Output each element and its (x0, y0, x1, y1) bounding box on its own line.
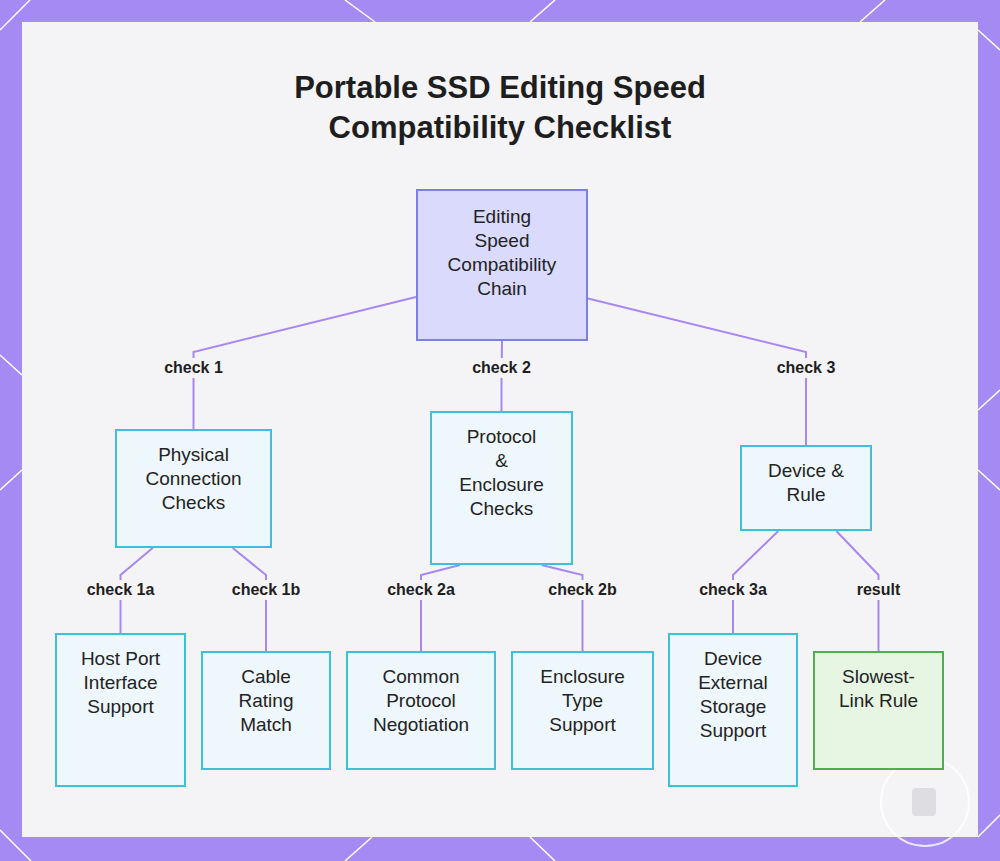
check-box: Cable Rating Match (201, 651, 331, 770)
result-box: Slowest-Link Rule (813, 651, 944, 770)
frame-line (345, 837, 372, 861)
edge-label: result (854, 580, 904, 600)
check-box: Host Port Interface Support (55, 633, 186, 787)
diagram-title: Portable SSD Editing Speed Compatibility… (265, 68, 735, 148)
edge-label: check 2a (384, 580, 458, 600)
box-label: Cable Rating Match (221, 665, 311, 737)
edge-label: check 1b (229, 580, 303, 600)
frame-line (860, 0, 885, 22)
box-label: Slowest-Link Rule (829, 665, 929, 713)
frame-line (530, 837, 555, 861)
box-label: Protocol & Enclosure Checks (459, 425, 545, 521)
frame-line (345, 0, 375, 22)
box-label: Enclosure Type Support (533, 665, 633, 737)
connector-line (194, 297, 417, 429)
frame-line (978, 390, 1000, 410)
check-box: Protocol & Enclosure Checks (430, 411, 573, 565)
badge-icon (912, 788, 936, 816)
box-label: Device External Storage Support (683, 647, 783, 743)
frame-line (0, 470, 22, 490)
connector-line (542, 565, 583, 651)
frame-line (978, 30, 1000, 50)
edge-label: check 2 (469, 358, 534, 378)
edge-label: check 1a (84, 580, 158, 600)
frame-line (530, 0, 555, 22)
connector-line (421, 565, 460, 651)
edge-label: check 3a (696, 580, 770, 600)
edge-label: check 3 (774, 358, 839, 378)
check-box: Common Protocol Negotiation (346, 651, 496, 770)
frame-line (0, 355, 22, 375)
box-label: Common Protocol Negotiation (361, 665, 481, 737)
badge-circle (881, 758, 969, 846)
box-label: Host Port Interface Support (63, 647, 178, 719)
box-label: Editing Speed Compatibility Chain (446, 205, 558, 301)
frame-line (978, 815, 1000, 837)
edge-label: check 1 (161, 358, 226, 378)
box-label: Device & Rule (761, 459, 851, 507)
edge-label: check 2b (545, 580, 619, 600)
check-box: Enclosure Type Support (511, 651, 654, 770)
check-box: Device & Rule (740, 445, 872, 531)
box-label: Physical Connection Checks (124, 443, 264, 515)
root-box: Editing Speed Compatibility Chain (416, 189, 588, 341)
frame-line (978, 470, 1000, 490)
check-box: Device External Storage Support (668, 633, 798, 787)
check-box: Physical Connection Checks (115, 429, 272, 548)
